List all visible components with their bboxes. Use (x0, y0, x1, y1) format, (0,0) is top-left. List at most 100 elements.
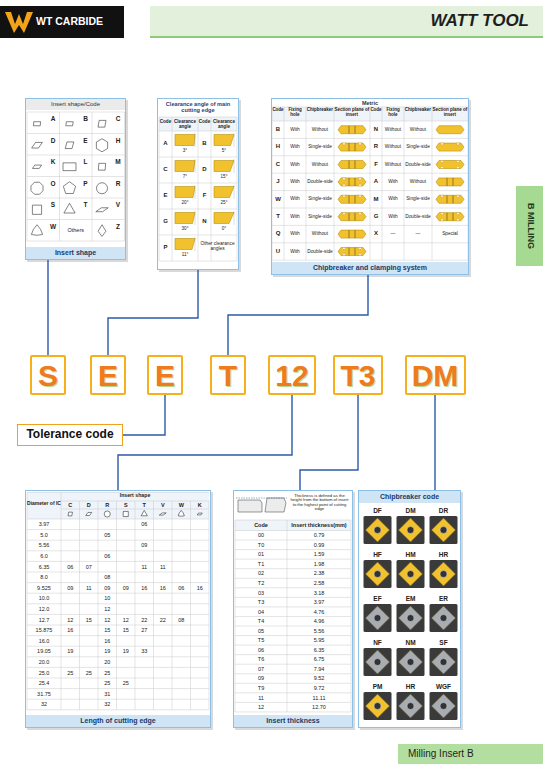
thickness-value: 6.75 (287, 656, 351, 662)
chipbreaker-groove (456, 195, 460, 198)
chipbreaker-code: HM (394, 551, 427, 558)
chip-insert-icon (432, 518, 456, 542)
shape-icon (197, 513, 202, 515)
ic-diameter: 31.75 (27, 691, 61, 697)
connector-line (47, 260, 48, 355)
chip-photo-ground (364, 560, 392, 588)
chip-photo-ground (397, 648, 425, 676)
insert-shape-icon (66, 122, 73, 126)
table-header: Insert shape (61, 493, 209, 499)
chip-insert-icon (366, 562, 390, 586)
connector-line (434, 395, 435, 490)
node-title: Tolerance code (18, 428, 122, 441)
grid-line (27, 176, 125, 177)
edge-length: 09 (61, 585, 80, 591)
chipbreaker-groove (342, 183, 346, 186)
chip-insert-icon (366, 606, 390, 630)
thickness-code: T1 (235, 561, 287, 567)
column-header: Clearance angle (172, 119, 198, 129)
shape-code: S (47, 201, 59, 208)
chip-hole (374, 659, 381, 666)
chipbreaker-groove (440, 195, 444, 198)
thickness-value: 1.98 (287, 561, 351, 567)
grid-line (284, 107, 285, 260)
thickness-code: 04 (235, 609, 287, 615)
fixing-hole (453, 178, 454, 186)
grid-line (98, 501, 99, 710)
thickness-code: T5 (235, 637, 287, 643)
table-cell: Double-side (306, 249, 334, 254)
shape-code: M (112, 158, 124, 165)
clearance-code: F (198, 192, 211, 199)
shape-icon (159, 513, 166, 515)
chip-insert-icon (366, 518, 390, 542)
shape-code: S (117, 502, 136, 508)
edge-length: 09 (117, 585, 136, 591)
thickness-code: 11 (235, 695, 287, 701)
table-cell: With (382, 214, 404, 219)
node-title: Metric (272, 100, 468, 106)
chip-insert-icon (399, 562, 423, 586)
section-icon (338, 248, 366, 256)
ic-diameter: 12.7 (27, 617, 61, 623)
edge-length: 16 (135, 585, 154, 591)
fixing-hole (349, 161, 350, 169)
shape-code: L (80, 158, 92, 165)
fixing-hole (349, 248, 350, 256)
grid-line (27, 572, 209, 573)
clearance-icon (175, 161, 195, 172)
shape-code: V (154, 502, 173, 508)
clamping-code: C (272, 161, 284, 168)
chip-photo-ground (430, 604, 458, 632)
table-cell: With (284, 144, 306, 149)
section-icon (436, 126, 464, 134)
ic-diameter: 25.4 (27, 680, 61, 686)
fixing-hole (355, 195, 356, 203)
clearance-code: N (198, 218, 211, 225)
table-cell: Without (382, 162, 404, 167)
ic-diameter: 5.0 (27, 532, 61, 538)
edge-length: 16 (98, 638, 117, 644)
grid-line (209, 501, 210, 710)
chipbreaker-groove (358, 213, 362, 216)
node-title: Chipbreaker code (359, 491, 460, 503)
chip-insert-icon (399, 694, 423, 718)
footer-band: Milling Insert B (398, 744, 543, 764)
column-header: Clearance angle (211, 119, 237, 129)
logo-mark (5, 12, 33, 33)
chipbreaker-code: DM (394, 507, 427, 514)
connector-line (108, 270, 198, 355)
grid-line (92, 112, 93, 241)
column-header: Section plane of insert (334, 108, 370, 118)
edge-length: 07 (80, 564, 99, 570)
table-cell: Double-side (404, 162, 432, 167)
edge-length: 19 (117, 648, 136, 654)
reference-line (195, 160, 196, 173)
clamping-code: X (370, 230, 382, 237)
clearance-icon (214, 213, 234, 224)
reference-line (234, 134, 235, 147)
chip-insert-icon (432, 650, 456, 674)
thickness-code: 07 (235, 666, 287, 672)
grid-line (27, 241, 125, 242)
clamping-code: H (272, 143, 284, 150)
chipbreaker-code: HF (361, 551, 394, 558)
chipbreaker-groove (440, 218, 444, 221)
panel-ground (25, 98, 126, 260)
grid-line (27, 219, 125, 220)
clearance-code: B (198, 140, 211, 147)
table-cell: Without (404, 179, 432, 184)
node-title: Insert thickness (234, 715, 352, 727)
edge-length: 25 (117, 680, 136, 686)
grid-line (27, 529, 209, 530)
node-title: 12 (270, 359, 314, 392)
fixing-hole (453, 195, 454, 203)
insert-shape-icon (32, 142, 43, 148)
shape-code: C (61, 502, 80, 508)
column-header: Code (235, 522, 287, 528)
insert-shape-icon (63, 182, 75, 194)
clearance-icon (214, 135, 234, 146)
table-cell: Special (432, 231, 468, 236)
table-cell: Single-side (404, 144, 432, 149)
